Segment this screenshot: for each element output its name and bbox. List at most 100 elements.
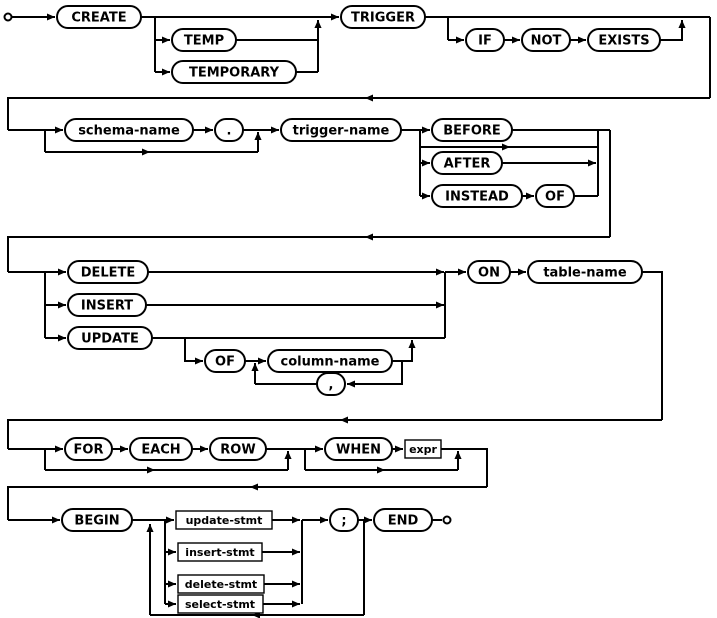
node-semicolon: ; — [329, 508, 359, 532]
column-name-label: column-name — [281, 355, 380, 370]
node-when: WHEN — [324, 437, 393, 461]
node-not: NOT — [521, 28, 571, 52]
each-label: EACH — [141, 443, 180, 458]
trigger-label: TRIGGER — [351, 11, 415, 26]
end-label: END — [388, 514, 419, 529]
dot-label: . — [227, 124, 232, 139]
temporary-capsule — [171, 60, 297, 84]
node-before: BEFORE — [431, 118, 513, 142]
arrow-into-comma — [347, 361, 403, 388]
update-of-label: OF — [215, 355, 235, 370]
instead-capsule — [431, 184, 523, 208]
comma-label: , — [329, 378, 334, 393]
if-label: IF — [478, 34, 492, 49]
exists-label: EXISTS — [598, 34, 649, 49]
select-stmt-label[interactable]: select-stmt — [185, 598, 255, 611]
insert-stmt-label[interactable]: insert-stmt — [185, 546, 254, 559]
each-capsule — [129, 437, 193, 461]
node-trigger: TRIGGER — [340, 5, 426, 29]
instead-of-label: OF — [545, 190, 565, 205]
table-name-label: table-name — [543, 266, 627, 281]
dot-capsule — [214, 118, 244, 142]
node-instead: INSTEAD — [431, 184, 523, 208]
node-dot: . — [214, 118, 244, 142]
temp-label: TEMP — [184, 34, 224, 49]
update-capsule — [67, 326, 153, 350]
temporary-label: TEMPORARY — [189, 66, 280, 81]
node-trigger-name: trigger-name — [280, 118, 402, 142]
update-stmt-label[interactable]: update-stmt — [186, 514, 263, 527]
node-on: ON — [467, 260, 511, 284]
node-begin: BEGIN — [61, 508, 133, 532]
when-label: WHEN — [336, 443, 381, 458]
instead-of-capsule — [535, 184, 575, 208]
delete-stmt-label[interactable]: delete-stmt — [185, 578, 257, 591]
node-each: EACH — [129, 437, 193, 461]
node-select-stmt[interactable]: select-stmt — [177, 594, 264, 614]
node-table-name: table-name — [527, 260, 643, 284]
expr-label[interactable]: expr — [409, 443, 437, 456]
node-comma: , — [316, 372, 346, 396]
start-terminal-icon — [3, 12, 13, 22]
connector-rails — [7, 16, 711, 616]
node-create: CREATE — [56, 5, 142, 29]
instead-label: INSTEAD — [445, 190, 509, 205]
semicolon-label: ; — [341, 514, 346, 529]
rail-segments — [7, 16, 711, 616]
node-exists: EXISTS — [587, 28, 661, 52]
arrow-column-merge-up — [392, 340, 416, 362]
delete-label: DELETE — [81, 266, 136, 281]
insert-label: INSERT — [81, 299, 133, 314]
exists-capsule — [587, 28, 661, 52]
comma-capsule — [316, 372, 346, 396]
node-insert-stmt[interactable]: insert-stmt — [177, 542, 263, 562]
node-instead-of: OF — [535, 184, 575, 208]
node-delete: DELETE — [67, 260, 149, 284]
semicolon-capsule — [329, 508, 359, 532]
insert-stmt-box[interactable] — [177, 542, 263, 562]
node-if: IF — [465, 28, 505, 52]
arrow-rails — [8, 13, 710, 618]
expr-box[interactable] — [404, 439, 442, 459]
row-capsule — [209, 437, 267, 461]
row-label: ROW — [220, 443, 255, 458]
after-capsule — [431, 151, 503, 175]
temp-capsule — [171, 28, 237, 52]
create-label: CREATE — [71, 11, 126, 26]
before-capsule — [431, 118, 513, 142]
node-schema-name: schema-name — [64, 118, 194, 142]
create-capsule — [56, 5, 142, 29]
begin-capsule — [61, 508, 133, 532]
node-update-stmt[interactable]: update-stmt — [175, 510, 273, 530]
not-label: NOT — [531, 34, 562, 49]
node-temp: TEMP — [171, 28, 237, 52]
when-capsule — [324, 437, 393, 461]
for-capsule — [64, 437, 113, 461]
delete-capsule — [67, 260, 149, 284]
table-name-capsule — [527, 260, 643, 284]
node-end: END — [373, 508, 433, 532]
end-terminal-icon — [442, 515, 452, 525]
before-label: BEFORE — [443, 124, 501, 139]
node-after: AFTER — [431, 151, 503, 175]
node-temporary: TEMPORARY — [171, 60, 297, 84]
update-stmt-box[interactable] — [175, 510, 273, 530]
on-capsule — [467, 260, 511, 284]
end-capsule — [373, 508, 433, 532]
on-label: ON — [478, 266, 500, 281]
node-expr[interactable]: expr — [404, 439, 442, 459]
trigger-capsule — [340, 5, 426, 29]
arrow-into-update-of — [184, 338, 203, 365]
node-insert: INSERT — [67, 293, 147, 317]
begin-label: BEGIN — [74, 514, 119, 529]
node-delete-stmt[interactable]: delete-stmt — [177, 574, 265, 594]
update-of-capsule — [204, 349, 246, 373]
not-capsule — [521, 28, 571, 52]
after-label: AFTER — [444, 157, 491, 172]
update-label: UPDATE — [81, 332, 139, 347]
delete-stmt-box[interactable] — [177, 574, 265, 594]
node-for: FOR — [64, 437, 113, 461]
select-stmt-box[interactable] — [177, 594, 264, 614]
arrow-exists-merge-up — [660, 20, 686, 41]
